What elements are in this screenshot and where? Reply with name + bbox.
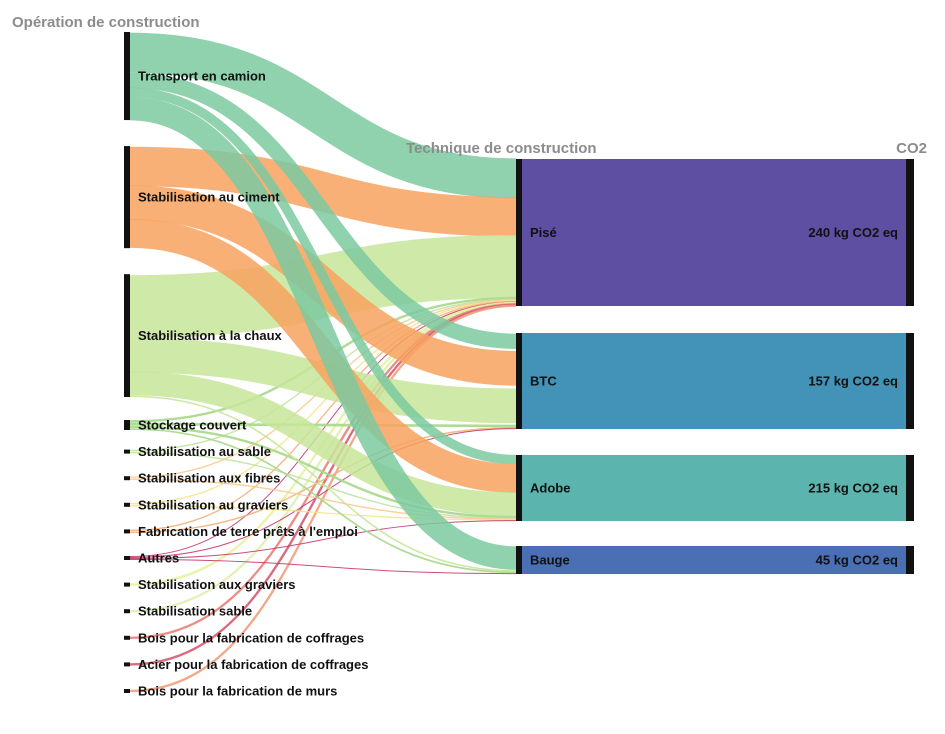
label-stabilisation-au-graviers: Stabilisation au graviers xyxy=(138,497,288,512)
flows-layer xyxy=(129,32,517,693)
co2-band-btc xyxy=(522,333,906,429)
value-pise: 240 kg CO2 eq xyxy=(808,225,898,240)
node-autres xyxy=(124,556,130,560)
flow-camion-to-adobe xyxy=(129,87,517,465)
flow-autres-to-bauge xyxy=(129,559,517,575)
flow-camion-to-btc xyxy=(129,72,517,349)
co2-band-adobe xyxy=(522,455,906,521)
node-stabilisation-sable xyxy=(124,609,130,614)
label-bois-pour-la-fabrication-de-coffrages: Bois pour la fabrication de coffrages xyxy=(138,630,364,645)
technique-nodes xyxy=(516,159,914,574)
label-bois-pour-la-fabrication-de-murs: Bois pour la fabrication de murs xyxy=(138,684,337,699)
label-adobe: Adobe xyxy=(530,481,570,496)
node-stabilisation-au-sable xyxy=(124,449,130,454)
flow-chaux-to-adobe xyxy=(129,371,517,517)
flow-sable-to-adobe xyxy=(129,451,517,520)
value-adobe: 215 kg CO2 eq xyxy=(808,481,898,496)
label-pise: Pisé xyxy=(530,225,557,240)
value-btc: 157 kg CO2 eq xyxy=(808,374,898,389)
label-stabilisation-a-la-chaux: Stabilisation à la chaux xyxy=(138,328,283,343)
label-stabilisation-aux-fibres: Stabilisation aux fibres xyxy=(138,471,280,486)
label-stabilisation-aux-graviers: Stabilisation aux graviers xyxy=(138,577,296,592)
node-stabilisation-au-graviers xyxy=(124,502,130,507)
label-fabrication-de-terre-prets-a-l-emploi: Fabrication de terre prêts à l'emploi xyxy=(138,524,358,539)
flow-terre-to-pise xyxy=(129,300,517,532)
node-stabilisation-a-la-chaux xyxy=(124,274,130,397)
node-acier-pour-la-fabrication-de-coffrages xyxy=(124,662,130,667)
flow-ciment-to-pise xyxy=(129,146,517,237)
column-title-techniques: Technique de construction xyxy=(406,140,597,157)
column-title-co2: CO2 xyxy=(896,140,927,157)
flow-camion-to-pise xyxy=(129,32,517,199)
flow-chaux-to-bauge xyxy=(129,395,517,572)
flow-stockage-to-btc xyxy=(129,422,517,428)
label-stockage-couvert: Stockage couvert xyxy=(138,418,247,433)
co2-band-bauge xyxy=(522,546,906,574)
co2-node-pise xyxy=(906,159,914,306)
flow-autres-to-pise xyxy=(129,301,517,557)
co2-node-btc xyxy=(906,333,914,429)
label-stabilisation-au-sable: Stabilisation au sable xyxy=(138,444,271,459)
node-adobe xyxy=(516,455,522,521)
label-transport-en-camion: Transport en camion xyxy=(138,69,266,84)
node-bois-pour-la-fabrication-de-coffrages xyxy=(124,635,130,640)
flow-stockage-to-bauge xyxy=(129,428,517,574)
node-stockage-couvert xyxy=(124,420,130,430)
column-title-operations: Opération de construction xyxy=(12,14,200,31)
flow-graviers1-to-adobe xyxy=(129,505,517,521)
node-transport-en-camion xyxy=(124,32,130,121)
flow-graviers1-to-pise xyxy=(129,300,517,505)
co2-node-bauge xyxy=(906,546,914,574)
label-bauge: Bauge xyxy=(530,553,570,568)
value-bauge: 45 kg CO2 eq xyxy=(816,553,898,568)
flow-stockage-to-adobe xyxy=(129,425,517,519)
label-autres: Autres xyxy=(138,551,179,566)
label-btc: BTC xyxy=(530,374,557,389)
co2-node-adobe xyxy=(906,455,914,521)
node-btc xyxy=(516,333,522,429)
node-pise xyxy=(516,159,522,306)
node-bois-pour-la-fabrication-de-murs xyxy=(124,689,130,693)
flow-camion-to-bauge xyxy=(129,96,517,570)
label-stabilisation-sable: Stabilisation sable xyxy=(138,604,252,619)
node-fabrication-de-terre-prets-a-l-emploi xyxy=(124,529,130,534)
flow-chaux-to-btc xyxy=(129,337,517,424)
label-acier-pour-la-fabrication-de-coffrages: Acier pour la fabrication de coffrages xyxy=(138,657,368,672)
node-stabilisation-aux-fibres xyxy=(124,476,130,481)
node-stabilisation-aux-graviers xyxy=(124,582,130,587)
flow-terre-to-btc xyxy=(129,426,517,534)
co2-band-pise xyxy=(522,159,906,306)
flow-fibres-to-adobe xyxy=(129,478,517,520)
node-stabilisation-au-ciment xyxy=(124,146,130,249)
node-bauge xyxy=(516,546,522,574)
operation-nodes xyxy=(124,32,130,693)
label-stabilisation-au-ciment: Stabilisation au ciment xyxy=(138,190,280,205)
